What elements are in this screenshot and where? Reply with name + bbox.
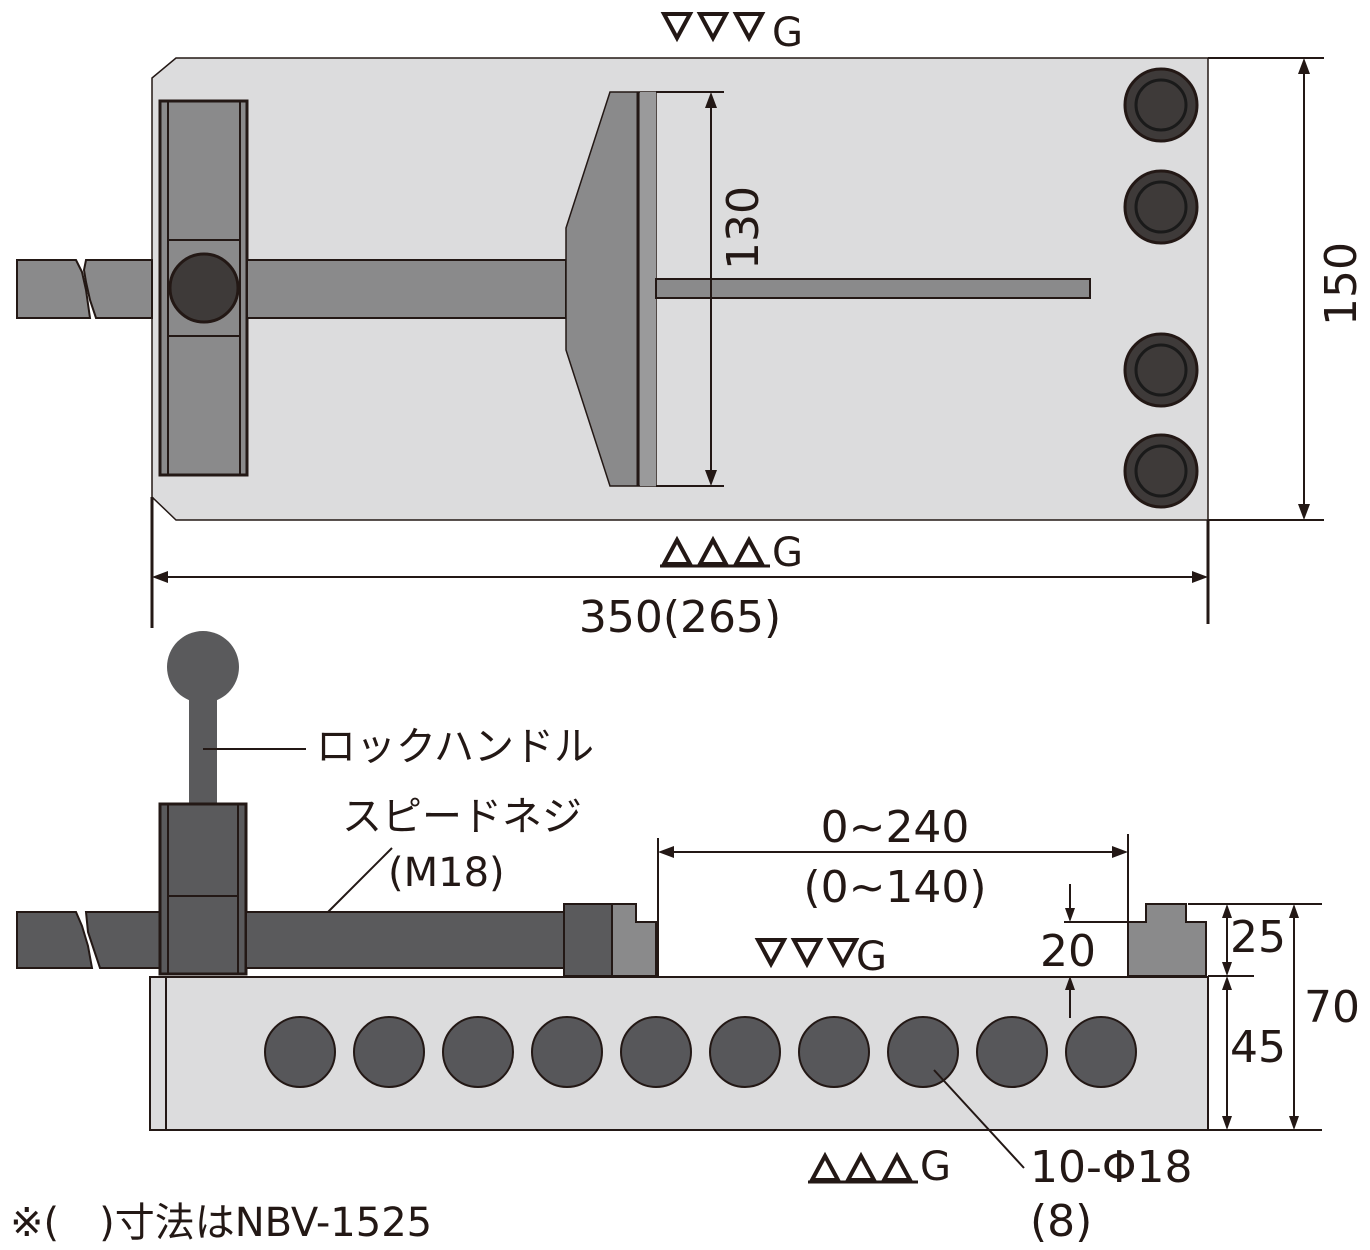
svg-text:G: G [772,530,803,576]
top-finish-symbol-upper: G [662,10,803,56]
label-holes-alt: (8) [1030,1196,1092,1247]
side-view: ロックハンドル スピードネジ (M18) 0~240 (0~140) G [16,631,1360,1247]
side-movable-jaw-block [563,903,613,977]
label-lock-handle: ロックハンドル [316,724,594,770]
top-guide-slot [655,278,1091,299]
svg-text:G: G [856,934,887,980]
svg-text:45: 45 [1230,1022,1286,1073]
side-mounting-holes [264,1016,1137,1088]
svg-text:0~240: 0~240 [821,802,970,853]
side-speed-screw-shaft [245,911,565,969]
top-lock-knob [168,252,240,324]
top-dim-350: 350(265) [150,497,1210,643]
side-dim-right: 25 45 70 [1188,903,1360,1131]
label-speed-screw-size: (M18) [388,850,505,896]
footnote: ※( )寸法はNBV-1525 [10,1200,432,1246]
side-handle-bar-left [16,911,94,969]
side-dim-opening: 0~240 (0~140) [657,802,1129,976]
top-dim-130: 130 [656,91,769,487]
side-finish-symbol-lower: G [808,1144,951,1190]
side-handle-bar-right [84,911,163,969]
side-fixed-jaw [1127,903,1207,977]
side-finish-symbol-upper: G [756,934,887,980]
svg-text:150: 150 [1316,242,1367,326]
top-screw-shaft [246,259,567,319]
svg-text:25: 25 [1230,912,1286,963]
svg-text:G: G [772,10,803,56]
top-handle-bar-left [16,259,92,319]
top-mounting-holes [1123,67,1199,509]
svg-text:350(265): 350(265) [579,592,781,643]
side-lock-handle-knob [167,631,239,703]
leader-speed-screw [327,847,393,913]
top-finish-symbol-lower: G [660,530,803,576]
leader-holes [933,1069,1025,1169]
top-handle-bar-right [82,259,153,319]
top-dim-150: 150 [1208,57,1367,521]
side-dim-20: 20 [1040,884,1128,1018]
top-view: G 130 150 G [16,10,1367,643]
svg-text:20: 20 [1040,926,1096,977]
side-movable-jaw-tip [611,903,657,977]
side-lock-housing [158,802,248,976]
label-speed-screw: スピードネジ [342,794,582,840]
label-holes: 10-Φ18 [1030,1142,1193,1193]
svg-text:G: G [920,1144,951,1190]
svg-text:130: 130 [718,186,769,270]
svg-text:70: 70 [1304,982,1360,1033]
svg-text:(0~140): (0~140) [803,862,986,913]
